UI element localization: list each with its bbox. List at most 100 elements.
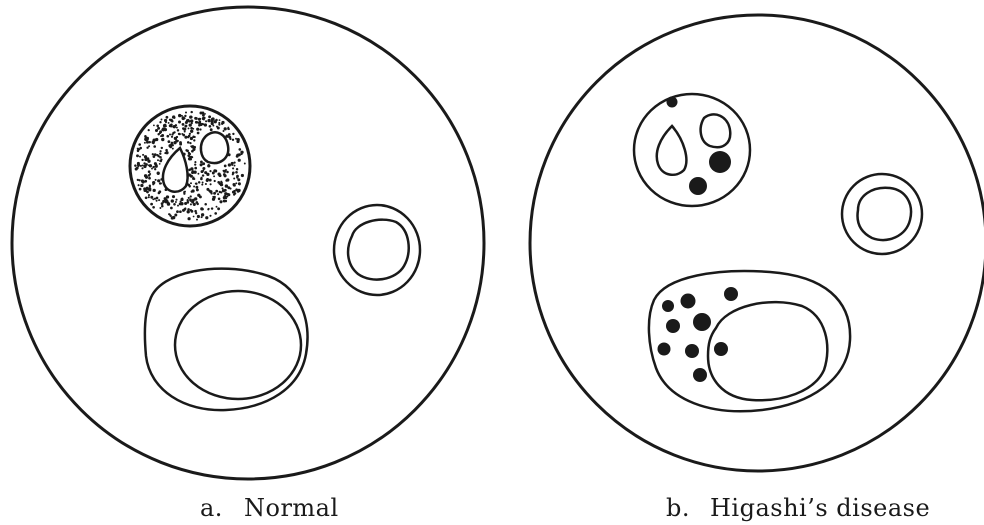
fine-granule (190, 130, 193, 133)
fine-granule (211, 207, 213, 209)
fine-granule (234, 162, 236, 164)
fine-granule (198, 118, 201, 121)
fine-granule (140, 165, 142, 167)
fine-granule (206, 188, 209, 191)
fine-granule (159, 132, 161, 134)
fine-granule (182, 209, 185, 212)
fine-granule (144, 142, 146, 144)
fine-granule (189, 133, 191, 135)
monocyte-normal-nucleus (175, 291, 301, 399)
fine-granule (160, 135, 162, 137)
panel-higashi (530, 15, 984, 471)
fine-granule (154, 153, 157, 156)
fine-granule (236, 140, 239, 143)
fine-granule (206, 179, 209, 182)
fine-granule (238, 148, 241, 151)
fine-granule (149, 164, 152, 167)
fine-granule (219, 191, 221, 193)
fine-granule (183, 128, 186, 131)
fine-granule (217, 207, 220, 210)
fine-granule (159, 121, 161, 123)
caption-normal: a.Normal (200, 494, 360, 522)
fine-granule (198, 181, 200, 183)
fine-granule (189, 123, 192, 126)
fine-granule (190, 111, 192, 113)
fine-granule (200, 123, 203, 126)
fine-granule (148, 177, 151, 180)
fine-granule (184, 115, 186, 117)
fine-granule (150, 203, 153, 206)
fine-granule (136, 154, 139, 157)
fine-granule (141, 179, 144, 182)
fine-granule (153, 139, 156, 142)
fine-granule (214, 180, 216, 182)
fine-granule (179, 210, 182, 213)
fine-granule (224, 127, 227, 130)
fine-granule (224, 174, 227, 177)
fine-granule (224, 165, 226, 167)
fine-granule (204, 203, 207, 206)
fine-granule (172, 148, 174, 150)
fine-granule (194, 163, 196, 165)
fine-granule (188, 127, 190, 129)
fine-granule (148, 194, 150, 196)
monocyte-higashi (649, 271, 850, 411)
giant-granule (681, 294, 696, 309)
fine-granule (155, 165, 158, 168)
fine-granule (165, 149, 168, 152)
fine-granule (196, 188, 199, 191)
fine-granule (207, 208, 209, 210)
fine-granule (158, 190, 161, 193)
fine-granule (191, 145, 194, 148)
giant-granule (689, 177, 707, 195)
fine-granule (172, 216, 175, 219)
fine-granule (201, 170, 204, 173)
fine-granule (215, 190, 218, 193)
fine-granule (152, 166, 154, 168)
fine-granule (209, 179, 212, 182)
fine-granule (228, 128, 230, 130)
fine-granule (176, 210, 179, 213)
fine-granule (211, 117, 214, 120)
fine-granule (179, 143, 182, 146)
fine-granule (182, 123, 185, 126)
fine-granule (171, 125, 173, 127)
fine-granule (237, 178, 240, 181)
fine-granule (141, 159, 143, 161)
fine-granule (159, 207, 161, 209)
fine-granule (157, 171, 160, 174)
fine-granule (223, 196, 226, 199)
fine-granule (168, 122, 170, 124)
fine-granule (218, 122, 220, 124)
fine-granule (190, 116, 192, 118)
fine-granule (150, 196, 153, 199)
fine-granule (191, 190, 193, 192)
fine-granule (235, 182, 237, 184)
fine-granule (195, 183, 197, 185)
fine-granule (209, 215, 211, 217)
caption-higashi: b.Higashi’s disease (666, 494, 926, 522)
fine-granule (159, 182, 161, 184)
fine-granule (228, 163, 231, 166)
fine-granule (148, 170, 151, 173)
fine-granule (184, 191, 186, 193)
fine-granule (217, 193, 219, 195)
fine-granule (202, 167, 205, 170)
fine-granule (166, 135, 169, 138)
fine-granule (209, 170, 211, 172)
fine-granule (189, 185, 191, 187)
fine-granule (231, 164, 233, 166)
fine-granule (232, 171, 235, 174)
fine-granule (193, 186, 195, 188)
fine-granule (210, 183, 212, 185)
fine-granule (156, 197, 159, 200)
fine-granule (208, 164, 210, 166)
fine-granule (178, 121, 181, 124)
fine-granule (171, 199, 174, 202)
fine-granule (153, 125, 155, 127)
fine-granule (152, 153, 154, 155)
fine-granule (229, 188, 231, 190)
fine-granule (232, 183, 235, 186)
monocyte-normal (145, 269, 308, 410)
fine-granule (187, 208, 190, 211)
